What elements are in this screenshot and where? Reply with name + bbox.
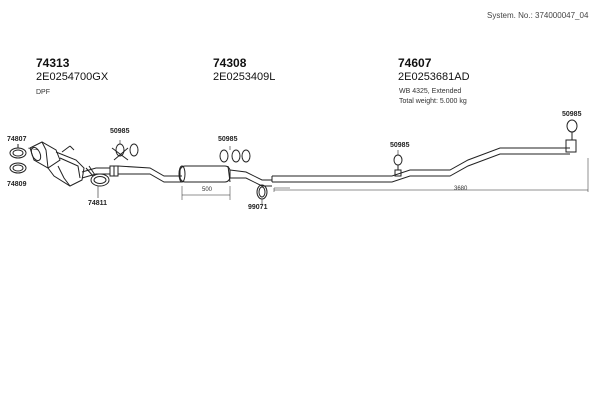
hanger-50985-d	[566, 119, 578, 140]
callout-50985-a: 50985	[110, 128, 130, 135]
system-number: System. No.: 374000047_04	[487, 11, 589, 20]
part-number-74308: 74308	[213, 56, 247, 70]
hanger-50985-c	[393, 150, 403, 177]
oem-code-74313: 2E0254700GX	[36, 71, 109, 83]
clamp-74811	[85, 165, 110, 198]
gasket-74809	[9, 162, 27, 174]
dimension-3680: 3680	[454, 186, 468, 192]
callout-50985-b: 50985	[218, 136, 238, 143]
callout-50985-d: 50985	[562, 111, 582, 118]
tail-pipe-74607	[271, 139, 577, 183]
callout-50985-c: 50985	[390, 142, 410, 149]
callout-74807: 74807	[7, 136, 27, 143]
part-number-74607: 74607	[398, 56, 432, 70]
dpf-catalytic-converter	[29, 141, 85, 187]
callout-74811: 74811	[88, 200, 108, 207]
desc-dpf: DPF	[36, 89, 50, 96]
oem-code-74607: 2E0253681AD	[398, 71, 470, 83]
desc-wheelbase: WB 4325, Extended	[399, 88, 462, 95]
callout-99071: 99071	[248, 204, 268, 211]
hanger-50985-a	[111, 140, 139, 161]
part-number-74313: 74313	[36, 56, 70, 70]
callout-74809: 74809	[7, 181, 27, 188]
oem-code-74308: 2E0253409L	[213, 71, 276, 83]
clamp-99071	[256, 184, 268, 204]
middle-muffler-74308	[178, 165, 231, 183]
dimension-500: 500	[202, 187, 213, 193]
desc-total-weight: Total weight: 5.000 kg	[399, 98, 467, 105]
hanger-50985-b	[219, 146, 251, 163]
